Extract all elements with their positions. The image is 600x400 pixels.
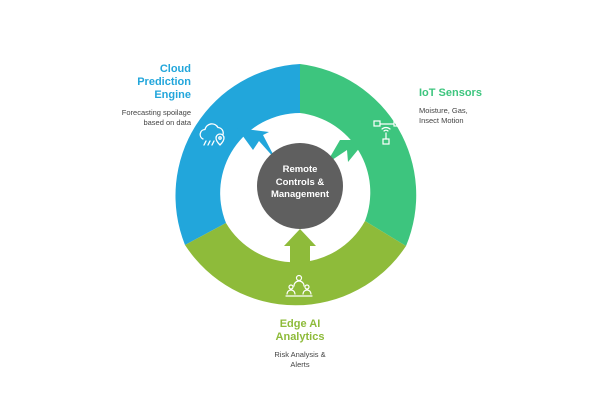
cloud-desc-line-2: based on data xyxy=(143,118,191,127)
center-line-1: Remote xyxy=(282,164,318,175)
cloud-prediction-label: Cloud Prediction Engine Forecasting spoi… xyxy=(61,63,191,128)
edge-description: Risk Analysis & Alerts xyxy=(230,350,370,370)
edge-ai-label: Edge AI Analytics Risk Analysis & Alerts xyxy=(230,318,370,370)
center-line-3: Management xyxy=(270,189,330,200)
center-label: Remote Controls & Management xyxy=(260,164,340,202)
edge-title: Edge AI Analytics xyxy=(230,318,370,344)
iot-title-line-1: IoT Sensors xyxy=(419,87,482,99)
iot-desc-line-2: Insect Motion xyxy=(419,116,464,125)
iot-desc-line-1: Moisture, Gas, xyxy=(419,106,468,115)
edge-desc-line-2: Alerts xyxy=(290,360,310,369)
people-network-icon xyxy=(285,274,313,297)
edge-title-line-1: Edge AI xyxy=(279,318,321,330)
iot-description: Moisture, Gas, Insect Motion xyxy=(419,106,549,126)
cloud-title-line-1: Cloud xyxy=(159,63,191,75)
iot-segment xyxy=(300,64,417,246)
cloud-title-line-2: Prediction xyxy=(137,76,191,88)
cloud-location-icon xyxy=(199,123,225,146)
cloud-title-line-3: Engine xyxy=(154,89,191,101)
iot-sensors-label: IoT Sensors Moisture, Gas, Insect Motion xyxy=(419,87,549,126)
cloud-segment xyxy=(175,64,300,245)
cloud-arrow xyxy=(237,128,276,160)
cloud-desc-line-1: Forecasting spoilage xyxy=(121,108,191,117)
edge-title-line-2: Analytics xyxy=(275,331,325,343)
iot-arrow xyxy=(326,140,366,164)
center-line-2: Controls & xyxy=(275,176,325,188)
sensor-network-icon xyxy=(373,120,401,145)
iot-title: IoT Sensors xyxy=(419,87,549,100)
edge-desc-line-1: Risk Analysis & xyxy=(274,350,326,359)
cloud-description: Forecasting spoilage based on data xyxy=(61,108,191,128)
edge-arrow xyxy=(284,229,316,264)
center-circle xyxy=(257,143,343,229)
cloud-title: Cloud Prediction Engine xyxy=(61,63,191,102)
